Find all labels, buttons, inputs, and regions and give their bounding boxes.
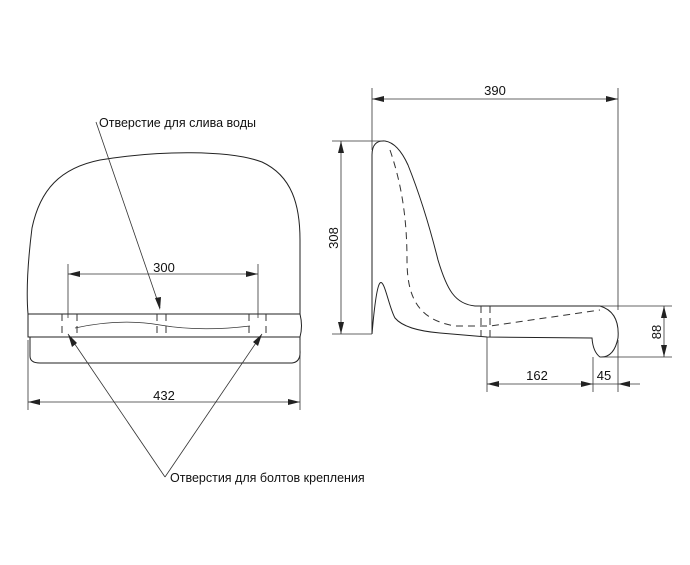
- dim-88-arrow-top: [661, 306, 667, 318]
- dim-300-label: 300: [153, 260, 175, 275]
- dim-390-arrow-right: [606, 96, 618, 102]
- dim-390-label: 390: [484, 83, 506, 98]
- dim-45-arrow-right: [618, 381, 630, 387]
- dim-432-arrow-left: [28, 399, 40, 405]
- side-view: 390 308 88 162 45: [326, 83, 672, 392]
- dim-45-label: 45: [597, 368, 611, 383]
- side-inner-dashed-profile: [389, 149, 601, 327]
- dim-432-arrow-right: [288, 399, 300, 405]
- dim-162-label: 162: [526, 368, 548, 383]
- dim-300-arrow-right: [246, 271, 258, 277]
- dim-390-arrow-left: [372, 96, 384, 102]
- dim-308-label: 308: [326, 227, 341, 249]
- dim-88-arrow-bottom: [661, 345, 667, 357]
- front-view: 300 432 Отверстие для слива воды Отверст…: [26, 116, 365, 485]
- front-seat-seam: [74, 321, 251, 330]
- bolt-hole-leader-left-arrow: [68, 334, 77, 347]
- dim-88-label: 88: [649, 325, 664, 339]
- dim-308-arrow-top: [338, 141, 344, 153]
- bolt-hole-leader-right: [164, 333, 263, 478]
- dim-308-arrow-bottom: [338, 322, 344, 334]
- drain-hole-leader: [95, 121, 161, 309]
- front-seat-bar: [27, 313, 302, 338]
- dim-162-arrow-left: [487, 381, 499, 387]
- side-profile-outline: [371, 140, 619, 358]
- bolt-hole-leader-right-arrow: [253, 334, 262, 346]
- front-backrest-outline: [26, 152, 301, 315]
- dim-162-arrow-right: [581, 381, 593, 387]
- bolt-holes-label: Отверстия для болтов крепления: [170, 471, 365, 485]
- dim-432-label: 432: [153, 388, 175, 403]
- drain-hole-label: Отверстие для слива воды: [99, 116, 256, 130]
- dim-300-arrow-left: [68, 271, 80, 277]
- bolt-hole-leader-left: [67, 333, 166, 478]
- drain-hole-leader-arrow: [155, 297, 161, 310]
